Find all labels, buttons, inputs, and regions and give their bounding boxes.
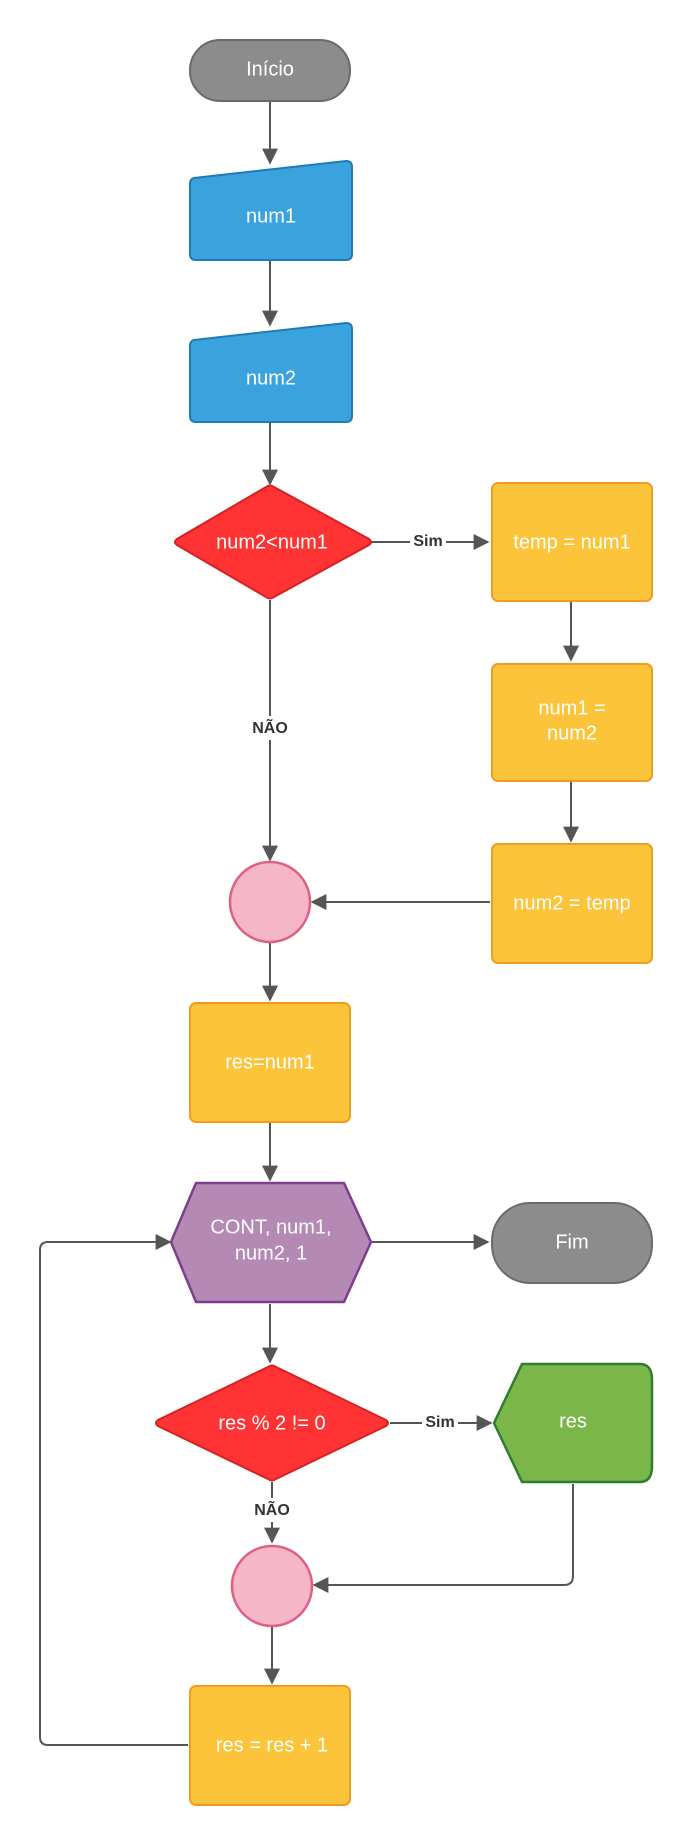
num1-assign-node: num1 = num2	[491, 663, 653, 782]
sim1-label-bg	[410, 531, 446, 553]
sim2-label: Sim	[425, 1414, 454, 1431]
res-output-node: res	[492, 1362, 654, 1484]
res-increment-label: res = res + 1	[216, 1734, 328, 1756]
inicio-node: Início	[189, 39, 351, 102]
num2-input-label: num2	[246, 367, 296, 389]
nao1-label: NÃO	[252, 717, 288, 737]
res-init-label: res=num1	[225, 1051, 315, 1073]
loop-label-line2: num2, 1	[235, 1242, 307, 1264]
num1-input-node: num1	[189, 159, 353, 261]
cond2-label: res % 2 != 0	[218, 1412, 325, 1434]
num1-assign-label-line1: num1 =	[538, 697, 605, 719]
num2-assign-node: num2 = temp	[491, 843, 653, 964]
cond1-label: num2<num1	[216, 531, 328, 553]
inicio-label: Início	[246, 58, 294, 80]
sim1-label: Sim	[413, 533, 442, 550]
res-increment-node: res = res + 1	[189, 1685, 351, 1806]
cond2-decision-node: res % 2 != 0	[155, 1364, 389, 1482]
connector-circle-2	[230, 1544, 314, 1628]
loop-label-line1: CONT, num1,	[210, 1216, 331, 1238]
nao2-label-bg	[249, 1498, 295, 1522]
cond1-decision-node: num2<num1	[174, 484, 372, 600]
fim-label: Fim	[555, 1231, 588, 1253]
nao1-label-bg	[247, 716, 293, 740]
sim2-label-bg	[422, 1412, 458, 1434]
num2-input-node: num2	[189, 321, 353, 423]
loop-hexagon-node: CONT, num1, num2, 1	[169, 1181, 373, 1304]
fim-node: Fim	[491, 1202, 653, 1284]
num2-assign-label: num2 = temp	[513, 892, 630, 914]
temp-assign-node: temp = num1	[491, 482, 653, 602]
edge-increment-loop	[39, 1234, 188, 1746]
nao2-label: NÃO	[254, 1499, 290, 1519]
temp-assign-label: temp = num1	[513, 531, 630, 553]
res-output-label: res	[559, 1410, 587, 1432]
num1-assign-label-line2: num2	[547, 722, 597, 744]
res-init-node: res=num1	[189, 1002, 351, 1123]
num1-input-label: num1	[246, 205, 296, 227]
edge-output-connector2	[312, 1484, 574, 1593]
connector-circle-1	[228, 860, 312, 944]
